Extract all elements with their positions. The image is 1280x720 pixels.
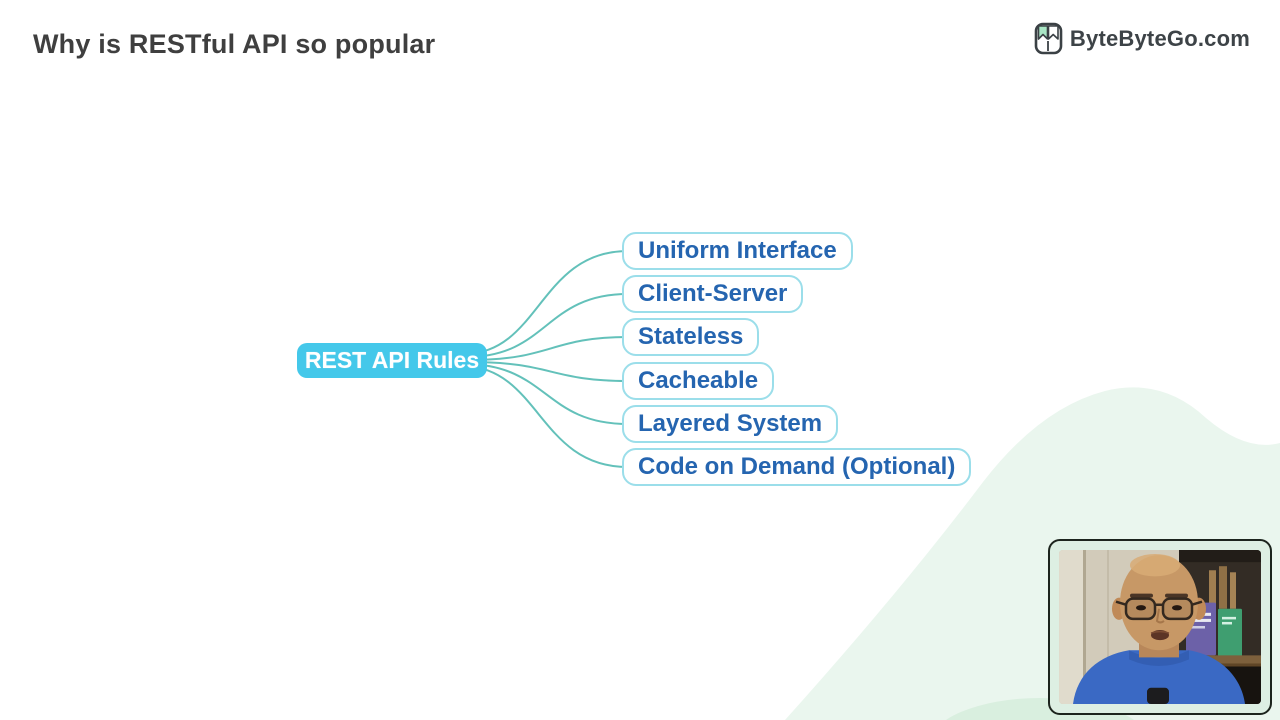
connector-cacheable	[469, 361, 629, 382]
connector-layered-system	[467, 363, 629, 425]
mindmap-branch-stateless: Stateless	[622, 318, 760, 356]
brand-text: ByteByteGo.com	[1069, 25, 1250, 51]
presenter-video	[1059, 550, 1261, 704]
connector-code-on-demand	[465, 365, 629, 468]
mindmap-root-node: REST API Rules	[297, 343, 487, 378]
connector-client-server	[467, 293, 629, 358]
connector-stateless	[469, 336, 629, 361]
webcam-overlay	[1048, 539, 1272, 715]
presenter-illustration	[1059, 550, 1261, 704]
mindmap-branch-client-server: Client-Server	[622, 275, 804, 313]
mindmap-branch-code-on-demand: Code on Demand (Optional)	[622, 448, 972, 486]
mindmap-branch-layered-system: Layered System	[622, 405, 839, 443]
brand-logo: ByteByteGo.com	[1034, 22, 1250, 55]
connector-uniform-interface	[465, 250, 629, 355]
page-title: Why is RESTful API so popular	[33, 29, 436, 59]
mindmap-branch-cacheable: Cacheable	[622, 362, 775, 400]
mindmap-branch-uniform-interface: Uniform Interface	[622, 232, 853, 270]
bytebytego-logo-icon	[1034, 22, 1063, 55]
